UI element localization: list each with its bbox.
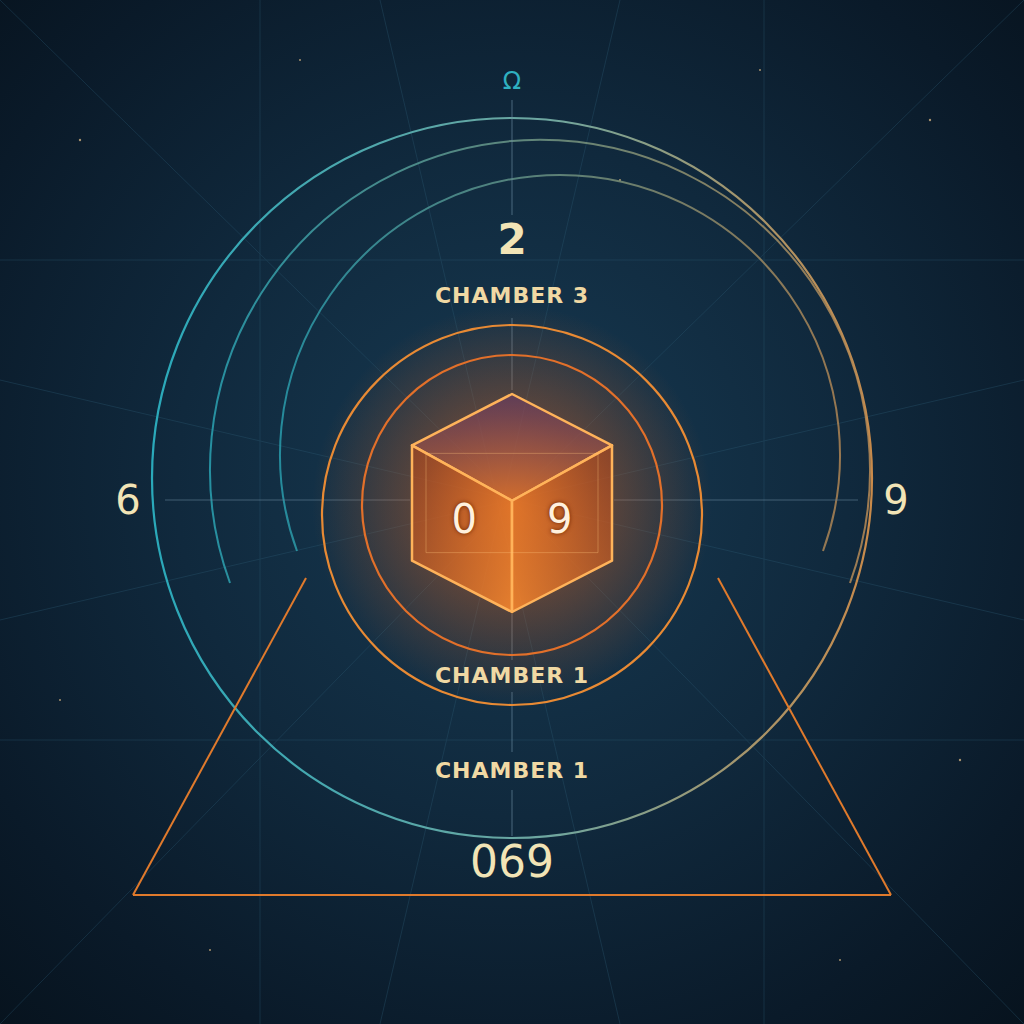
stars	[59, 59, 961, 961]
cube-face	[512, 445, 612, 612]
callout-number: 9	[883, 477, 908, 523]
cube-outline	[408, 390, 616, 616]
code-number: 069	[470, 837, 554, 888]
chamber-label: CHAMBER 1	[435, 758, 589, 783]
cube-inner-edge	[426, 453, 598, 552]
callout-number: 2	[497, 216, 526, 264]
chamber-ring	[362, 355, 662, 655]
cube-face	[412, 445, 512, 612]
glowing-cube: 09	[408, 390, 616, 616]
crosshair	[165, 100, 858, 836]
chamber-label: CHAMBER 3	[435, 283, 589, 308]
core-glow	[312, 305, 712, 705]
outer-ring	[152, 118, 872, 838]
cube-digit: 0	[451, 497, 476, 541]
cube-digit: 9	[547, 497, 572, 541]
chamber-label: CHAMBER 1	[435, 663, 589, 688]
chamber-ring	[322, 325, 702, 705]
callout-number: 6	[115, 477, 140, 523]
omega-symbol: Ω	[503, 68, 521, 96]
